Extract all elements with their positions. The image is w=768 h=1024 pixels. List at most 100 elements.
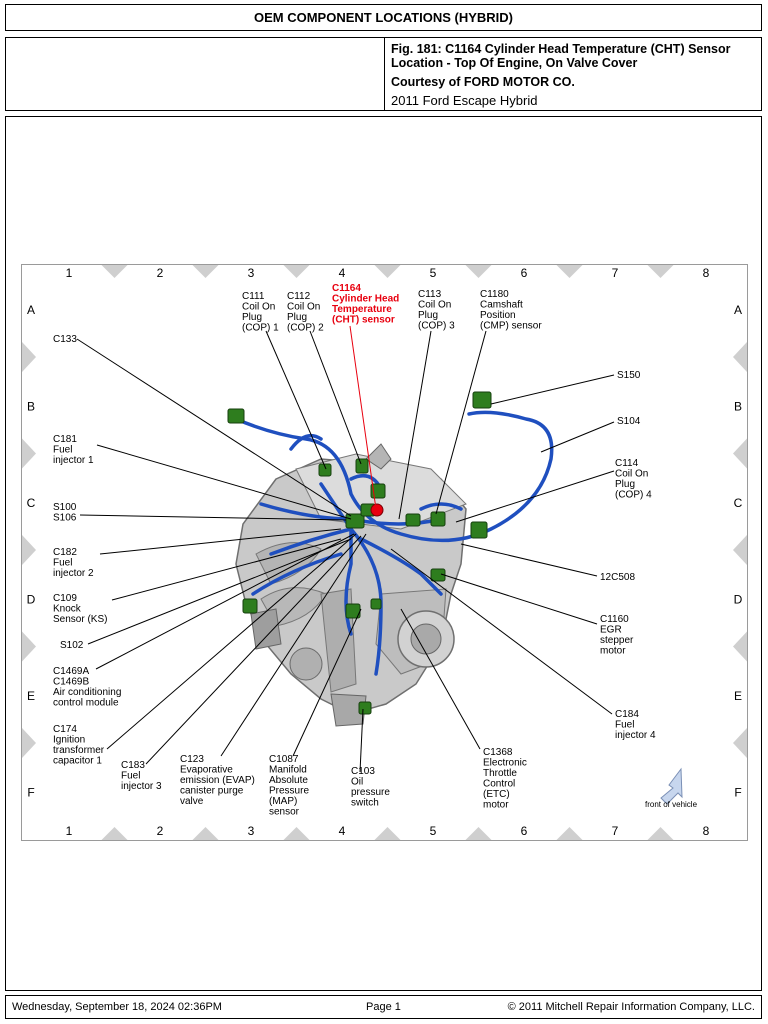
label-line: Oil bbox=[351, 777, 363, 788]
label-line: (CHT) sensor bbox=[332, 315, 395, 326]
grid-marker-bottom bbox=[647, 827, 674, 840]
label-s102: S102 bbox=[60, 640, 84, 651]
label-line: Pressure bbox=[269, 786, 309, 797]
label-line: C1164 bbox=[332, 283, 361, 294]
label-line: Plug bbox=[242, 312, 262, 323]
grid-row-label-right: E bbox=[734, 689, 742, 703]
grid-marker-top bbox=[556, 265, 583, 278]
vehicle-name: 2011 Ford Escape Hybrid bbox=[391, 93, 538, 108]
grid-row-label-right: D bbox=[734, 593, 743, 607]
label-line: transformer bbox=[53, 745, 105, 756]
grid-col-label-bottom: 4 bbox=[339, 824, 346, 838]
label-line: motor bbox=[483, 800, 509, 811]
label-line: Fuel bbox=[53, 558, 72, 569]
grid-row-label-left: F bbox=[27, 786, 34, 800]
grid-row-label-right: A bbox=[734, 303, 742, 317]
front-of-vehicle-arrow bbox=[660, 767, 683, 805]
label-line: (COP) 2 bbox=[287, 323, 324, 334]
label-line: S150 bbox=[617, 370, 641, 381]
label-line: Manifold bbox=[269, 765, 307, 776]
label-line: C113 bbox=[418, 289, 442, 300]
grid-col-label-top: 5 bbox=[430, 266, 437, 280]
grid-markers bbox=[22, 265, 747, 840]
grid-marker-left bbox=[22, 438, 36, 469]
grid-col-label-bottom: 3 bbox=[248, 824, 255, 838]
label-line: Fuel bbox=[615, 720, 634, 731]
label-line: Coil On bbox=[615, 469, 648, 480]
grid-col-label-top: 3 bbox=[248, 266, 255, 280]
page-header: OEM COMPONENT LOCATIONS (HYBRID) bbox=[5, 4, 762, 31]
label-line: valve bbox=[180, 796, 204, 807]
connectors bbox=[227, 391, 492, 715]
label-line: C1180 bbox=[480, 289, 509, 300]
label-line: C182 bbox=[53, 547, 77, 558]
label-line: EGR bbox=[600, 625, 622, 636]
label-line: C114 bbox=[615, 458, 639, 469]
label-line: C184 bbox=[615, 709, 639, 720]
grid-marker-right bbox=[733, 342, 747, 372]
label-line: C133 bbox=[53, 334, 77, 345]
label-line: Evaporative bbox=[180, 765, 233, 776]
label-line: C1469B bbox=[53, 677, 89, 688]
label-line: motor bbox=[600, 646, 626, 657]
label-line: S106 bbox=[53, 513, 77, 524]
grid-col-label-bottom: 8 bbox=[703, 824, 710, 838]
label-line: Position bbox=[480, 310, 516, 321]
label-line: C111 bbox=[242, 291, 265, 302]
label-line: Control bbox=[483, 779, 515, 790]
footer-copyright: © 2011 Mitchell Repair Information Compa… bbox=[507, 1001, 755, 1013]
label-line: Air conditioning bbox=[53, 687, 121, 698]
label-line: injector 4 bbox=[615, 730, 656, 741]
figure-caption-box: Fig. 181: C1164 Cylinder Head Temperatur… bbox=[5, 37, 762, 111]
label-line: pressure bbox=[351, 787, 390, 798]
grid-marker-right bbox=[733, 631, 747, 662]
label-line: emission (EVAP) bbox=[180, 775, 255, 786]
grid-marker-top bbox=[192, 265, 219, 278]
label-line: C112 bbox=[287, 291, 311, 302]
label-line: injector 1 bbox=[53, 455, 94, 466]
label-s150: S150 bbox=[617, 370, 641, 381]
grid-col-label-top: 8 bbox=[703, 266, 710, 280]
label-line: Ignition bbox=[53, 735, 85, 746]
diagram-border bbox=[21, 264, 748, 841]
grid-col-label-bottom: 1 bbox=[66, 824, 73, 838]
label-line: Temperature bbox=[332, 304, 392, 315]
figure-title: Fig. 181: C1164 Cylinder Head Temperatur… bbox=[391, 42, 731, 70]
label-line: Cylinder Head bbox=[332, 294, 399, 305]
figure-frame bbox=[5, 116, 762, 991]
label-line: Coil On bbox=[418, 300, 451, 311]
label-line: (ETC) bbox=[483, 789, 510, 800]
leader-lines bbox=[76, 325, 615, 773]
grid-marker-left bbox=[22, 535, 36, 565]
label-line: C174 bbox=[53, 724, 77, 735]
label-line: injector 2 bbox=[53, 568, 94, 579]
label-line: C183 bbox=[121, 760, 145, 771]
grid-row-label-left: A bbox=[27, 303, 35, 317]
label-line: Electronic bbox=[483, 758, 527, 769]
grid-row-label-right: B bbox=[734, 400, 742, 414]
label-line: S102 bbox=[60, 640, 84, 651]
grid-marker-right bbox=[733, 728, 747, 758]
grid-marker-top bbox=[101, 265, 128, 278]
label-line: Absolute bbox=[269, 775, 308, 786]
label-line: C103 bbox=[351, 766, 375, 777]
label-line: Throttle bbox=[483, 768, 517, 779]
grid-row-label-left: E bbox=[27, 689, 35, 703]
grid-marker-bottom bbox=[465, 827, 492, 840]
